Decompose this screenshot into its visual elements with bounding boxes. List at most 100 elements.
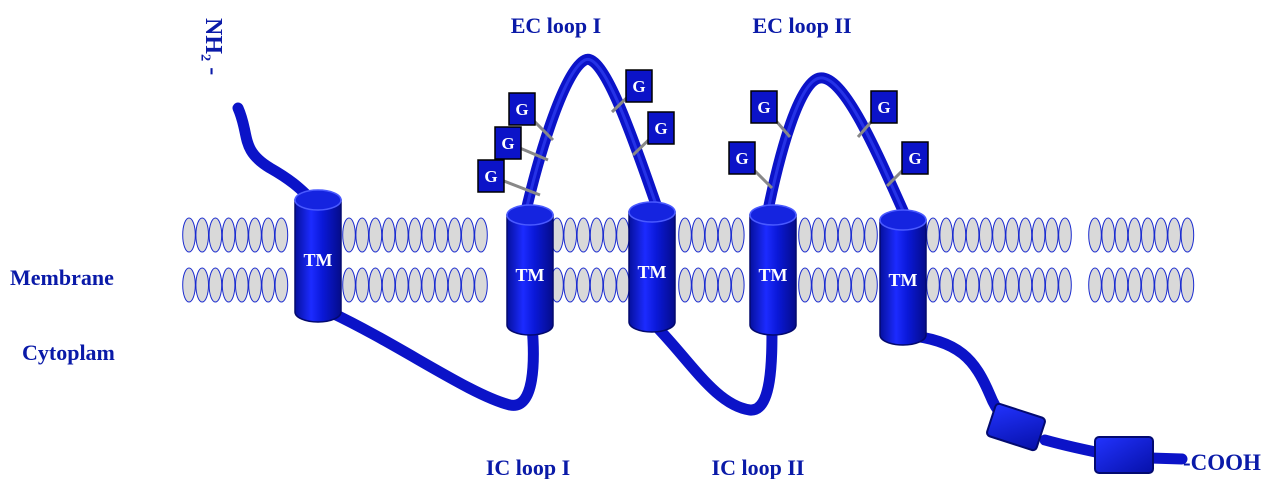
lipid-head [221, 217, 236, 253]
lipid-head [1127, 267, 1142, 303]
lipid-head [824, 267, 839, 303]
lipid-head [563, 267, 578, 303]
lipid-head [235, 267, 249, 303]
lipid-head [447, 217, 462, 253]
lipid-head [1114, 267, 1129, 303]
lipid-head [1045, 267, 1059, 303]
lipid-head [1031, 267, 1046, 303]
lipid-head [1018, 217, 1033, 253]
glycosylation-site: G [856, 90, 898, 138]
lipid-head [952, 217, 967, 253]
lipid-head [576, 217, 591, 253]
ec-loop-2-label: EC loop II [752, 13, 851, 38]
lipid-head [342, 267, 356, 303]
lipid-head [1114, 217, 1129, 253]
lipid-head [221, 267, 236, 303]
lipid-head [195, 217, 209, 253]
c-terminus-label: -COOH [1183, 450, 1261, 475]
lipid-head [1101, 217, 1115, 253]
lipid-head [474, 217, 488, 253]
lipid-head [965, 217, 980, 253]
glycosylation-site: G [477, 159, 541, 197]
lipid-bilayer [182, 217, 1195, 303]
glyco-label: G [501, 134, 514, 153]
lipid-head [1180, 217, 1195, 253]
transmembrane-helix: TM [506, 204, 554, 336]
lipid-head [965, 267, 980, 303]
lipid-head [408, 217, 422, 253]
lipid-head [474, 267, 488, 303]
lipid-head [1101, 267, 1115, 303]
lipid-head [408, 267, 422, 303]
tm-label: TM [889, 270, 918, 290]
lipid-head [939, 267, 954, 303]
lipid-head [395, 217, 409, 253]
lipid-head [603, 217, 617, 253]
lipid-head [1167, 267, 1181, 303]
glycosylation-site: G [610, 69, 653, 114]
lipid-head [926, 217, 940, 253]
glyco-label: G [757, 98, 770, 117]
transmembrane-helix: TM [294, 189, 342, 323]
lipid-head [731, 267, 745, 303]
lipid-head [434, 267, 449, 303]
lipid-head [691, 217, 706, 253]
lipid-head [248, 267, 262, 303]
lipid-head [1154, 267, 1168, 303]
tm-label: TM [638, 262, 667, 282]
lipid-head [992, 217, 1006, 253]
lipid-head [461, 217, 475, 253]
tm-label: TM [516, 265, 545, 285]
lipid-head [1058, 217, 1072, 253]
glycosylation-site: G [508, 92, 555, 142]
lipid-head [261, 267, 276, 303]
lipid-head [447, 267, 462, 303]
lipid-head [616, 217, 630, 253]
lipid-head [717, 267, 732, 303]
glyco-label: G [654, 119, 667, 138]
lipid-head [824, 217, 839, 253]
glycosylation-site: G [728, 141, 774, 190]
lipid-head [589, 267, 604, 303]
lipid-head [979, 217, 993, 253]
glycosylation-site: G [750, 90, 792, 138]
lipid-head [798, 217, 812, 253]
protein-chain [232, 54, 1188, 465]
lipid-head [589, 217, 604, 253]
n-terminus-label: NH₂ - [200, 18, 226, 75]
lipid-head [678, 217, 692, 253]
lipid-head [851, 217, 865, 253]
lipid-head [939, 217, 954, 253]
lipid-head [182, 267, 196, 303]
glyco-label: G [735, 149, 748, 168]
lipid-head [355, 217, 370, 253]
glyco-label: G [484, 167, 497, 186]
lipid-head [1180, 267, 1195, 303]
lipid-head [1031, 217, 1046, 253]
lipid-head [678, 267, 692, 303]
lipid-head [1018, 267, 1033, 303]
lipid-head [992, 267, 1006, 303]
transmembrane-helix: TM [628, 201, 676, 333]
glycosylation-site: G [494, 126, 549, 162]
lipid-head [864, 267, 878, 303]
lipid-head [355, 267, 370, 303]
lipid-head [1141, 267, 1155, 303]
cytoplasm-label: Cytoplam [22, 340, 115, 365]
ic-loop-2-label: IC loop II [712, 455, 805, 479]
lipid-head [837, 267, 852, 303]
ec-loop-1-label: EC loop I [511, 13, 601, 38]
lipid-head [1058, 267, 1072, 303]
lipid-head [208, 267, 223, 303]
glycosylation-site: G [631, 111, 675, 157]
glyco-label: G [515, 100, 528, 119]
glyco-label: G [877, 98, 890, 117]
lipid-head [274, 267, 289, 303]
lipid-head [381, 217, 396, 253]
lipid-head [434, 217, 449, 253]
lipid-head [576, 267, 591, 303]
lipid-head [851, 267, 865, 303]
